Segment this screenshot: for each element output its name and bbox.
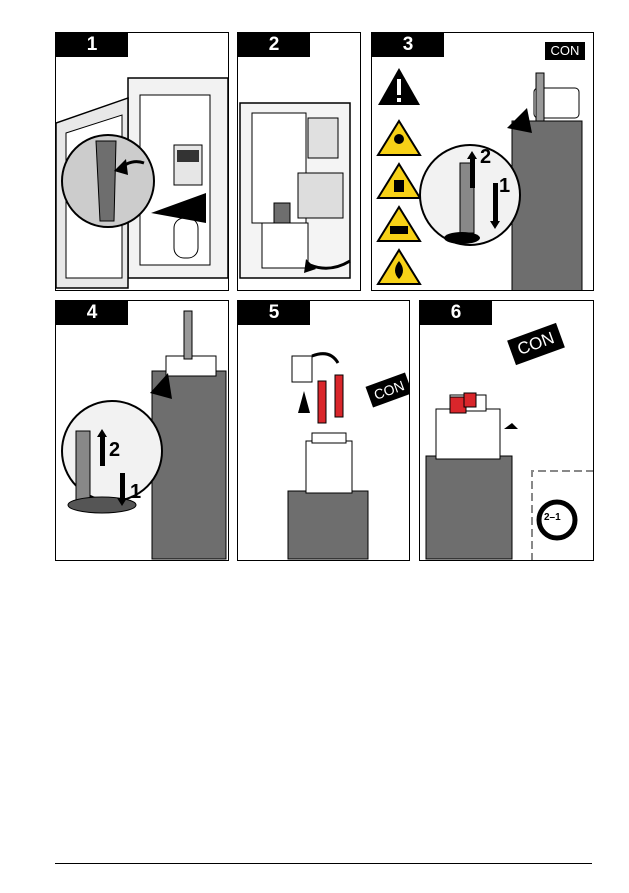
step-4-panel: 4 2 1 <box>55 300 229 561</box>
step-5-panel: 5 CON <box>237 300 410 561</box>
callout-number: 2 <box>480 146 491 169</box>
corrosive-hazard-icon <box>378 207 420 241</box>
step-6-panel: 6 CON 2–1 <box>419 300 594 561</box>
callout-number: 1 <box>130 481 141 504</box>
footer-rule <box>55 863 592 864</box>
toxic-hazard-icon <box>378 121 420 155</box>
cap-plug-illustration <box>238 301 409 560</box>
step-3-panel: 3 CON <box>371 32 594 291</box>
callout-number: 2 <box>109 439 120 462</box>
flammable-hazard-icon <box>378 250 420 284</box>
bottle-tubing-illustration <box>56 301 228 560</box>
step-1-panel: 1 <box>55 32 229 291</box>
health-hazard-icon <box>378 164 420 198</box>
analyzer-interior-illustration <box>238 33 360 290</box>
callout-number: 1 <box>499 175 510 198</box>
open-door-illustration <box>56 33 228 290</box>
step-2-panel: 2 <box>237 32 361 291</box>
warning-icon <box>378 68 420 105</box>
chemical-label-badge: CON <box>545 42 585 60</box>
repeat-step-label: 2–1 <box>544 512 561 523</box>
